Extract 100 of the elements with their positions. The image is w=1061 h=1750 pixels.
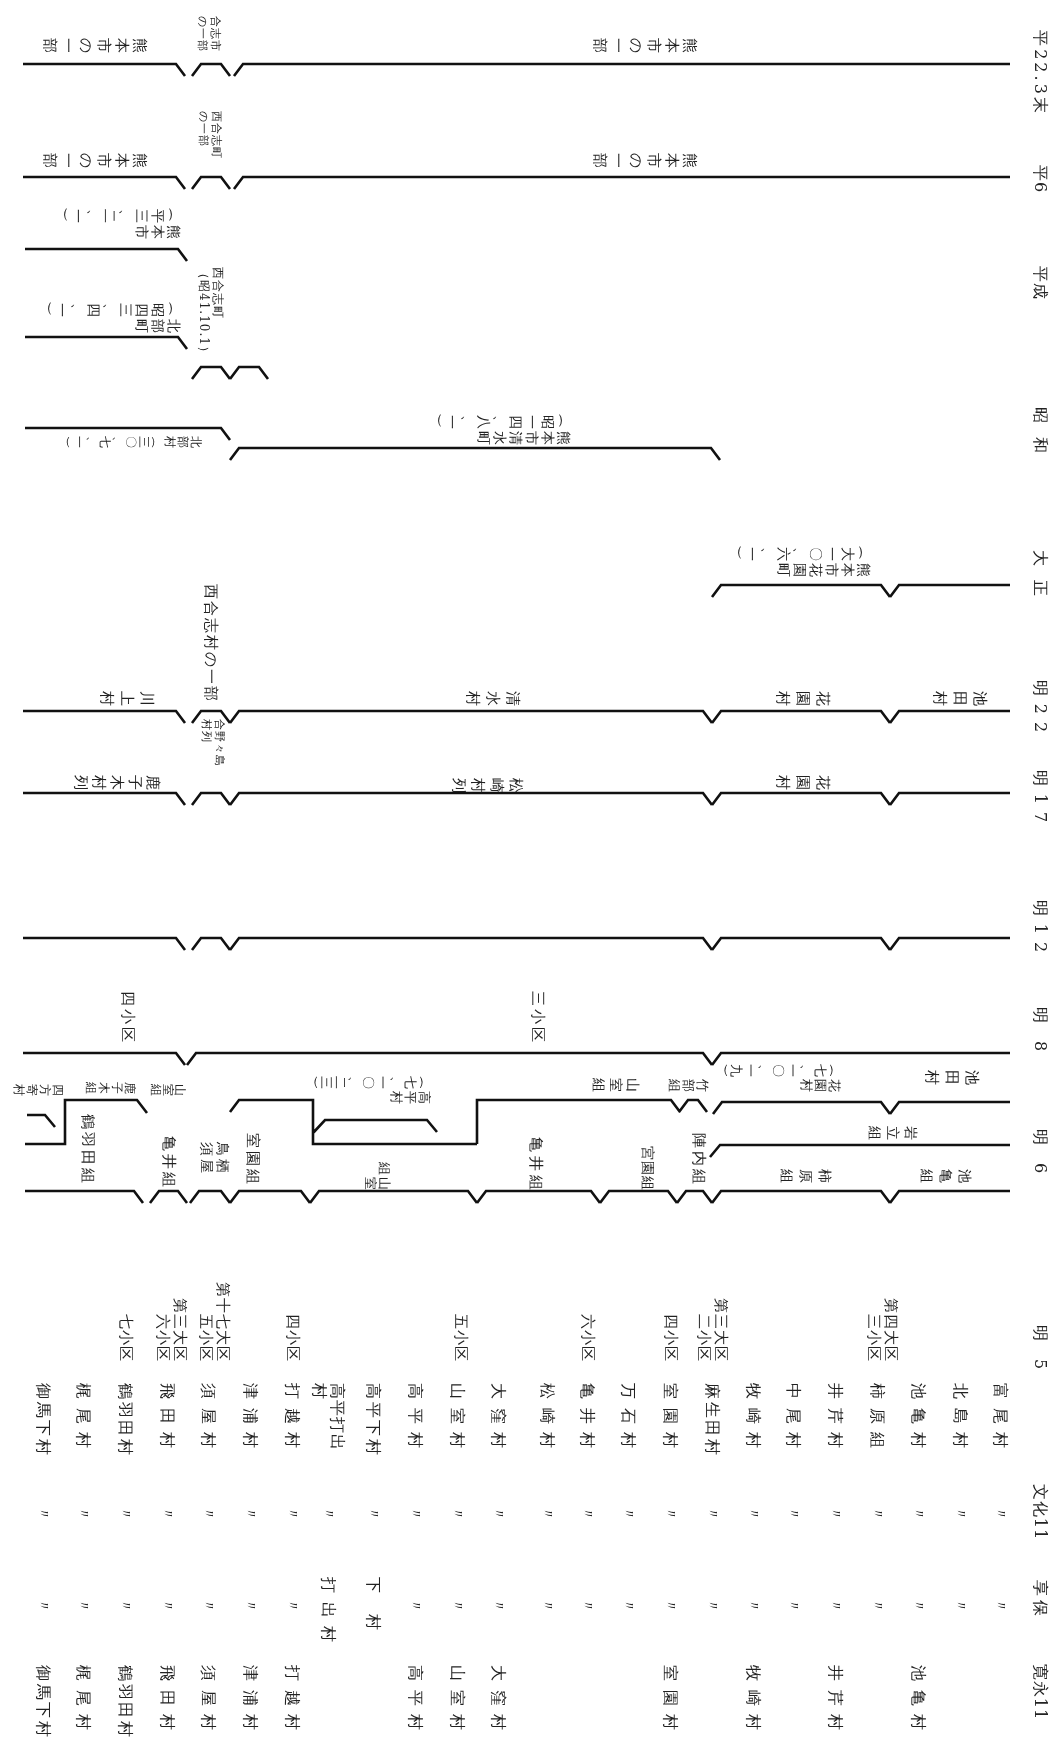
era-label: 明22 [1030, 679, 1050, 741]
ditto-mark: 〃 [868, 1597, 886, 1613]
place-name: 花園村 [773, 689, 833, 707]
ditto-mark: 〃 [283, 1597, 301, 1613]
place-name: 熊本市花園町（大一〇、六、一） [728, 546, 872, 578]
village-name: 打越村 [282, 1383, 302, 1457]
village-name: 池亀村 [908, 1383, 928, 1457]
place-name: 熊本市の一部 [591, 36, 699, 54]
district-label: 七小区 [116, 1314, 134, 1362]
village-name: 梶尾村 [73, 1665, 93, 1739]
ditto-mark: 〃 [406, 1597, 424, 1613]
village-name: 打出村 [318, 1577, 338, 1651]
village-name: 井芹村 [825, 1383, 845, 1457]
village-name: 松崎村 [537, 1383, 557, 1457]
village-name: 大窪村 [488, 1665, 508, 1739]
village-name: 富尾村 [990, 1383, 1010, 1457]
village-name: 池亀村 [908, 1665, 928, 1739]
era-label: 平6 [1030, 164, 1050, 194]
village-name: 室園村 [660, 1665, 680, 1739]
village-name: 大窪村 [488, 1383, 508, 1457]
village-name: 亀井村 [577, 1383, 597, 1457]
village-name: 須屋村 [198, 1665, 218, 1739]
ditto-mark: 〃 [116, 1597, 134, 1613]
district-label: 四小区 [661, 1314, 679, 1362]
place-name: 熊本市（平三、二、一） [54, 208, 182, 240]
era-label: 明8 [1030, 1006, 1050, 1070]
village-name: 牧崎村 [743, 1665, 763, 1739]
village-name: 津浦村 [240, 1383, 260, 1457]
village-name: 打越村 [282, 1665, 302, 1739]
era-label: 明6 [1030, 1128, 1050, 1192]
place-name: 鶴羽田組 [78, 1114, 96, 1186]
era-label: 明12 [1030, 899, 1050, 961]
place-name: 松崎村列 [449, 776, 525, 794]
ditto-mark: 〃 [116, 1505, 134, 1521]
place-name: 岩立組 [866, 1125, 920, 1141]
place-name: 西合志町（昭41.10.1） [196, 267, 224, 359]
village-name: 山室村 [447, 1383, 467, 1457]
place-name: 池田村 [922, 1068, 982, 1086]
era-label: 大正 [1030, 550, 1050, 610]
era-label: 文化11 [1030, 1483, 1050, 1541]
ditto-mark: 〃 [619, 1505, 637, 1521]
ditto-mark: 〃 [578, 1505, 596, 1521]
ditto-mark: 〃 [319, 1505, 337, 1521]
ditto-mark: 〃 [826, 1597, 844, 1613]
ditto-mark: 〃 [661, 1597, 679, 1613]
ditto-mark: 〃 [991, 1597, 1009, 1613]
ditto-mark: 〃 [241, 1597, 259, 1613]
village-name: 高平村 [405, 1383, 425, 1457]
place-name: 宮園組 [639, 1145, 657, 1191]
era-label: 享保 [1030, 1580, 1050, 1620]
village-name: 室園村 [660, 1383, 680, 1457]
era-label: 平成 [1030, 266, 1050, 300]
place-name: 花園村 [773, 773, 833, 791]
village-name: 高平村 [405, 1665, 425, 1739]
ditto-mark: 〃 [951, 1505, 969, 1521]
ditto-mark: 〃 [538, 1505, 556, 1521]
ditto-mark: 〃 [74, 1505, 92, 1521]
village-name: 中尾村 [783, 1383, 803, 1457]
ditto-mark: 〃 [744, 1505, 762, 1521]
place-name: 熊本市清水町（昭一四、八、一） [428, 414, 572, 446]
ditto-mark: 〃 [448, 1505, 466, 1521]
place-name: 熊本市の一部 [591, 151, 699, 169]
district-label: 六小区 [578, 1314, 596, 1362]
village-name: 柿原組 [867, 1383, 887, 1457]
village-name: 梶尾村 [73, 1383, 93, 1457]
place-name: 四小区 [118, 991, 136, 1045]
village-name: 井芹村 [825, 1665, 845, 1739]
ditto-mark: 〃 [619, 1597, 637, 1613]
district-label: 第十七大区五小区 [196, 1281, 232, 1362]
ditto-mark: 〃 [951, 1597, 969, 1613]
village-name: 御馬下村 [33, 1665, 53, 1739]
era-label: 昭和 [1030, 407, 1050, 467]
place-name: 合野々島村列 [199, 719, 225, 769]
place-name: 熊本市の一部 [41, 36, 149, 54]
place-name: 合志市の一部 [195, 16, 221, 54]
ditto-mark: 〃 [406, 1505, 424, 1521]
place-name: 西合志町の一部 [196, 111, 222, 161]
era-label: 明5 [1030, 1324, 1050, 1388]
village-name: 須屋村 [198, 1383, 218, 1457]
ditto-mark: 〃 [784, 1505, 802, 1521]
village-name: 津浦村 [240, 1665, 260, 1739]
place-name: 清水村 [463, 689, 523, 707]
village-name: 山室村 [447, 1665, 467, 1739]
village-name: 高平下村 [363, 1383, 383, 1457]
ditto-mark: 〃 [661, 1505, 679, 1521]
place-name: 陣内組 [689, 1133, 707, 1187]
ditto-mark: 〃 [158, 1597, 176, 1613]
ditto-mark: 〃 [538, 1597, 556, 1613]
place-name: 山室組 [363, 1161, 391, 1191]
place-name: 柿原組 [777, 1168, 834, 1184]
place-name: 亀井組 [526, 1136, 544, 1194]
place-name: 鳥栖須屋 [198, 1142, 232, 1178]
village-name: 下村 [363, 1577, 383, 1651]
place-name: 北部村（三〇、七、一） [58, 435, 202, 449]
village-name: 万石村 [618, 1383, 638, 1457]
place-name: 竹部組 [667, 1077, 709, 1093]
village-name: 鶴羽田村 [115, 1665, 135, 1739]
district-label: 五小区 [451, 1314, 469, 1362]
village-name: 飛田村 [157, 1665, 177, 1739]
ditto-mark: 〃 [241, 1505, 259, 1521]
